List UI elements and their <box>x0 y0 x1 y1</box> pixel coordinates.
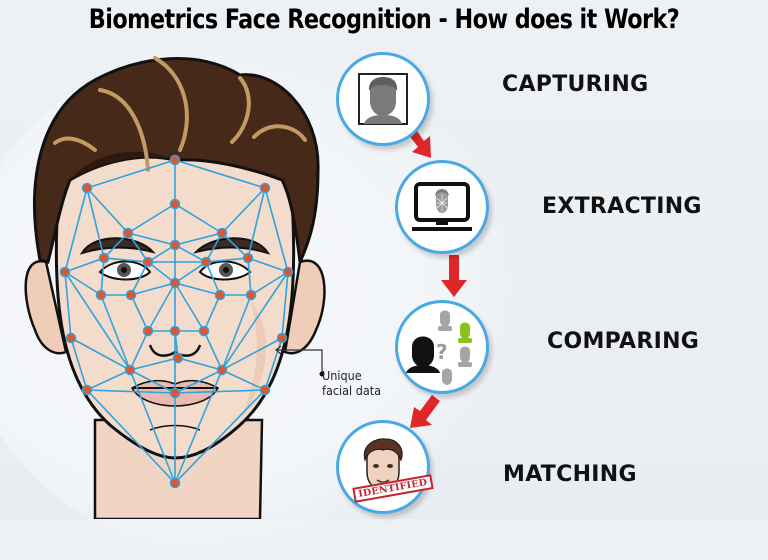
step-matching-circle: IDENTIFIED <box>336 420 434 514</box>
step-extracting-circle <box>395 160 489 254</box>
portrait-photo-icon <box>358 73 408 125</box>
face-illustration <box>24 56 467 519</box>
left-ear <box>24 260 68 355</box>
arrow-compare-to-match <box>410 395 440 428</box>
step-extracting-label: EXTRACTING <box>542 194 702 219</box>
step-capturing-label: CAPTURING <box>502 72 649 97</box>
svg-text:?: ? <box>436 340 448 364</box>
monitor-face-scan-icon <box>412 182 472 231</box>
step-comparing-circle: ? <box>395 300 489 394</box>
unknown-face-icon <box>406 336 440 373</box>
arrow-extract-to-compare <box>441 255 467 297</box>
matched-face-icon <box>458 322 472 343</box>
page-title: Biometrics Face Recognition - How does i… <box>88 4 680 35</box>
step-capturing-circle <box>336 52 430 146</box>
mesh-nodes <box>59 154 294 489</box>
step-matching-label: MATCHING <box>503 462 637 487</box>
unique-facial-data-label: Unique facial data <box>322 368 382 398</box>
right-ear <box>283 259 326 355</box>
step-comparing-label: COMPARING <box>547 329 700 354</box>
right-eyebrow <box>192 237 271 255</box>
compare-faces-icon: ? <box>406 310 472 385</box>
annotation-pointer <box>275 345 325 377</box>
